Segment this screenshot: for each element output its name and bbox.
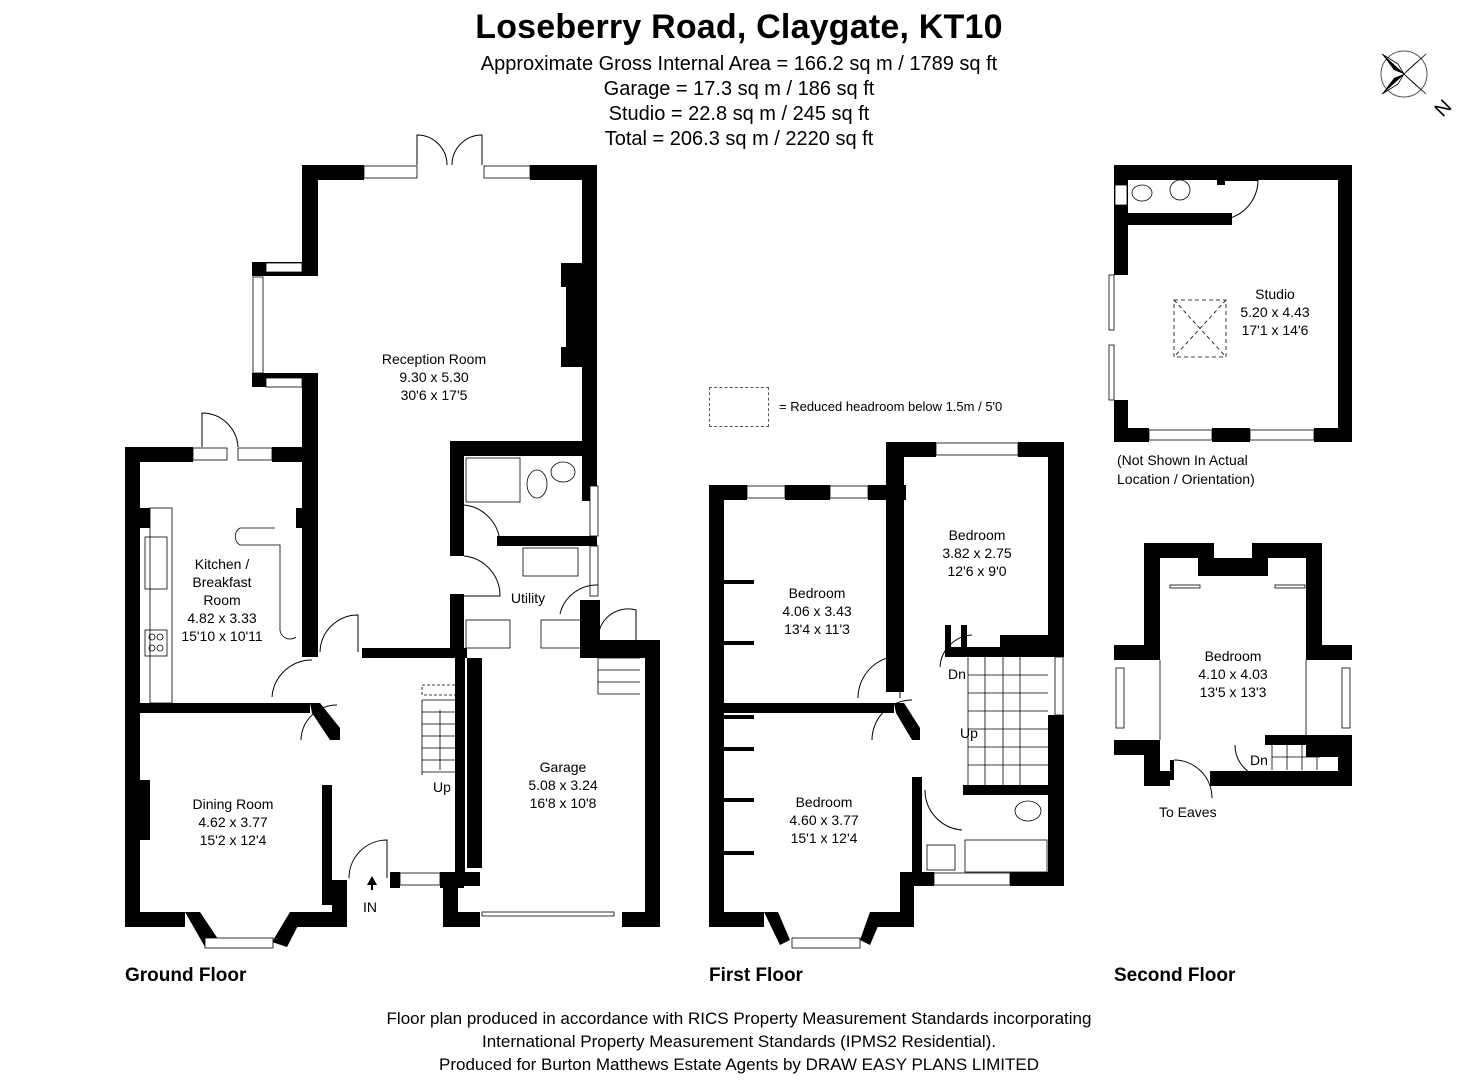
- footer-line: Produced for Burton Matthews Estate Agen…: [439, 1055, 1039, 1074]
- room-name: Bedroom: [788, 585, 846, 601]
- footer-line: Floor plan produced in accordance with R…: [386, 1009, 1092, 1028]
- stairs-up-label: Up: [960, 725, 978, 741]
- room-imperial: 15'1 x 12'4: [790, 830, 858, 846]
- legend-text: = Reduced headroom below 1.5m / 5'0: [779, 399, 1003, 414]
- room-name: Bedroom: [795, 794, 853, 810]
- second-floor-label: Second Floor: [1114, 965, 1236, 986]
- area-gross-internal: Approximate Gross Internal Area = 166.2 …: [480, 53, 998, 75]
- room-utility: Utility: [511, 589, 545, 607]
- note-line: (Not Shown In Actual: [1117, 452, 1248, 468]
- area-studio: Studio = 22.8 sq m / 245 sq ft: [608, 103, 870, 125]
- room-imperial: 13'5 x 13'3: [1199, 684, 1267, 700]
- room-name: Reception Room: [381, 351, 487, 367]
- area-garage: Garage = 17.3 sq m / 186 sq ft: [603, 78, 875, 100]
- room-metric: 5.20 x 4.43: [1240, 304, 1310, 320]
- stairs-down-label: Dn: [1250, 752, 1268, 768]
- room-metric: 4.10 x 4.03: [1198, 666, 1268, 682]
- room-name: Dining Room: [192, 796, 274, 812]
- room-metric: 9.30 x 5.30: [399, 369, 469, 385]
- room-name: Kitchen /: [194, 556, 250, 572]
- room-metric: 5.08 x 3.24: [528, 777, 598, 793]
- fixtures: [144, 179, 1320, 873]
- first-floor-label: First Floor: [709, 965, 803, 986]
- room-first-bedroom-3: Bedroom 4.60 x 3.77 15'1 x 12'4: [789, 793, 858, 847]
- dashed-box-icon: [709, 387, 769, 427]
- room-imperial: 12'6 x 9'0: [947, 563, 1007, 579]
- note-line: Location / Orientation): [1117, 471, 1255, 487]
- room-metric: 4.82 x 3.33: [187, 610, 257, 626]
- plan-title: Loseberry Road, Claygate, KT10: [475, 8, 1003, 46]
- room-name: Studio: [1255, 286, 1295, 302]
- footer-credits: Floor plan produced in accordance with R…: [0, 1007, 1478, 1076]
- entrance-arrow-icon: [366, 876, 378, 895]
- room-first-bedroom-2: Bedroom 3.82 x 2.75 12'6 x 9'0: [942, 526, 1011, 580]
- entrance-label: IN: [363, 899, 377, 915]
- windows: [192, 165, 1351, 949]
- footer-line: International Property Measurement Stand…: [481, 1032, 997, 1051]
- doors: [201, 134, 1269, 879]
- room-imperial: 15'2 x 12'4: [199, 832, 267, 848]
- room-studio: Studio 5.20 x 4.43 17'1 x 14'6: [1240, 285, 1309, 339]
- room-imperial: 15'10 x 10'11: [181, 628, 263, 644]
- room-name: Utility: [510, 590, 546, 606]
- room-metric: 4.06 x 3.43: [782, 603, 852, 619]
- room-metric: 4.62 x 3.77: [198, 814, 268, 830]
- room-name: Garage: [539, 759, 587, 775]
- area-summary: Approximate Gross Internal Area = 166.2 …: [0, 52, 1478, 152]
- room-imperial: 13'4 x 11'3: [784, 621, 850, 637]
- room-imperial: 17'1 x 14'6: [1241, 322, 1309, 338]
- room-dining: Dining Room 4.62 x 3.77 15'2 x 12'4: [193, 795, 274, 849]
- room-garage: Garage 5.08 x 3.24 16'8 x 10'8: [528, 758, 597, 812]
- room-imperial: 16'8 x 10'8: [529, 795, 597, 811]
- stairs-up-label: Up: [433, 779, 451, 795]
- eaves-label: To Eaves: [1159, 804, 1217, 820]
- room-second-bedroom: Bedroom 4.10 x 4.03 13'5 x 13'3: [1198, 647, 1267, 701]
- room-imperial: 30'6 x 17'5: [400, 387, 468, 403]
- studio-location-note: (Not Shown In Actual Location / Orientat…: [1117, 451, 1255, 489]
- north-arrow-compass-icon: N: [1378, 42, 1468, 127]
- room-name-line2: Breakfast: [192, 574, 252, 590]
- room-name: Bedroom: [948, 527, 1006, 543]
- room-metric: 3.82 x 2.75: [942, 545, 1012, 561]
- room-metric: 4.60 x 3.77: [789, 812, 859, 828]
- room-name-line3: Room: [203, 592, 241, 608]
- room-first-bedroom-1: Bedroom 4.06 x 3.43 13'4 x 11'3: [782, 584, 851, 638]
- room-kitchen: Kitchen / Breakfast Room 4.82 x 3.33 15'…: [181, 555, 262, 645]
- ground-floor-label: Ground Floor: [125, 965, 247, 986]
- area-total: Total = 206.3 sq m / 2220 sq ft: [604, 128, 874, 150]
- walls: [125, 165, 1352, 947]
- room-name: Bedroom: [1204, 648, 1262, 664]
- stairs-down-label: Dn: [948, 666, 966, 682]
- room-reception: Reception Room 9.30 x 5.30 30'6 x 17'5: [382, 350, 486, 404]
